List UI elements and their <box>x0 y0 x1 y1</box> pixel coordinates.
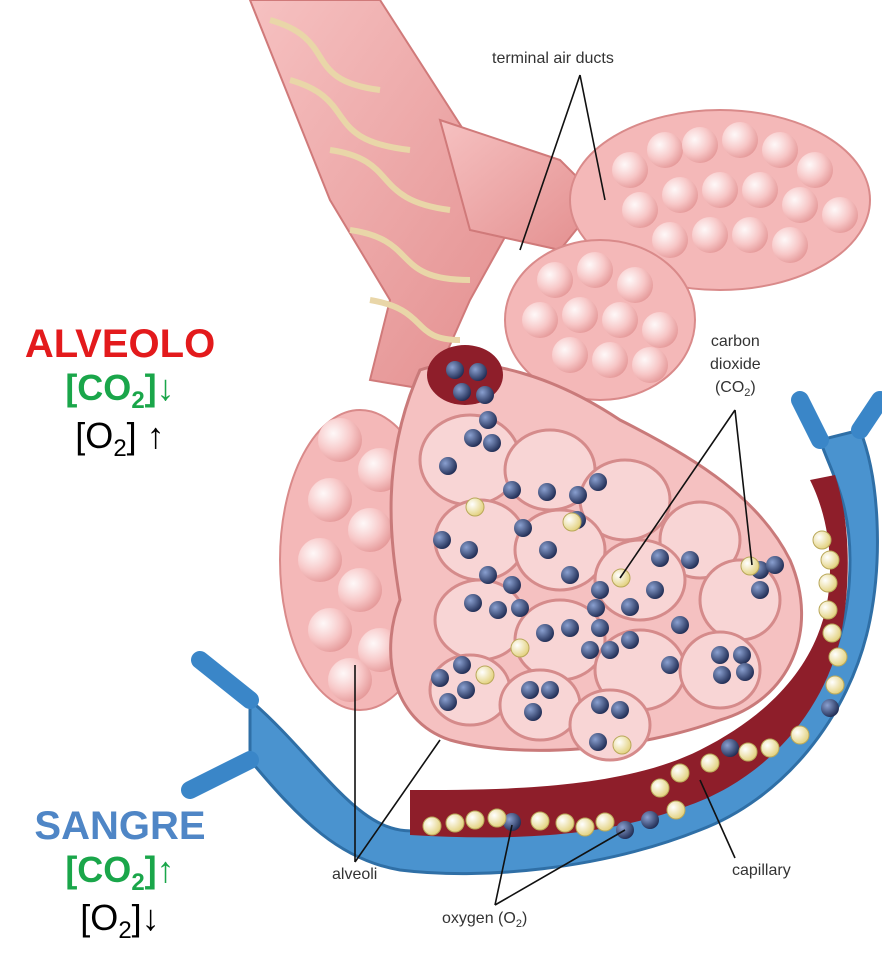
label-alveoli: alveoli <box>332 866 377 884</box>
alveolo-co2-line: [CO2]↓ <box>20 367 220 415</box>
label-carbon-dioxide-formula: (CO2) <box>710 376 761 405</box>
arrow-up-icon: ↑ <box>147 415 165 456</box>
arrow-up-icon: ↑ <box>157 849 175 890</box>
sangre-co2-line: [CO2]↑ <box>20 849 220 897</box>
alveolo-o2-line: [O2] ↑ <box>20 415 220 463</box>
arrow-down-icon: ↓ <box>142 897 160 938</box>
sangre-title: SANGRE <box>20 804 220 849</box>
label-carbon-dioxide: carbon dioxide (CO2) <box>710 330 761 405</box>
label-carbon-dioxide-line1: carbon <box>710 330 761 353</box>
arrow-down-icon: ↓ <box>157 367 175 408</box>
label-terminal-air-ducts: terminal air ducts <box>492 50 614 68</box>
alveolo-title: ALVEOLO <box>20 322 220 367</box>
sangre-panel: SANGRE [CO2]↑ [O2]↓ <box>20 804 220 945</box>
label-oxygen: oxygen (O2) <box>442 910 527 930</box>
sangre-o2-line: [O2]↓ <box>20 897 220 945</box>
alveolo-panel: ALVEOLO [CO2]↓ [O2] ↑ <box>20 322 220 463</box>
label-capillary: capillary <box>732 862 791 880</box>
label-carbon-dioxide-line2: dioxide <box>710 353 761 376</box>
